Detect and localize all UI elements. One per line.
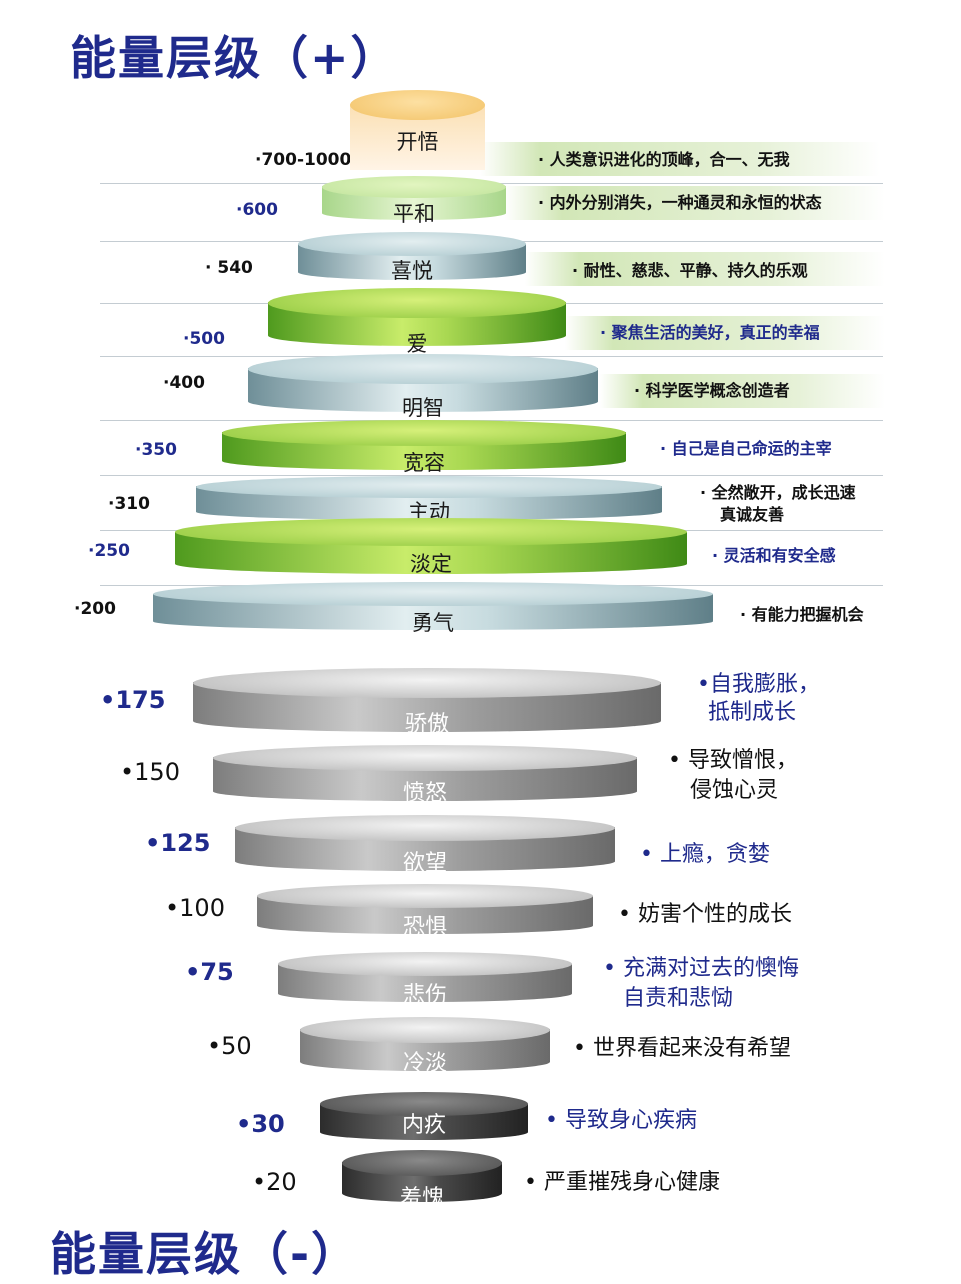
level-value: ·700-1000 <box>255 150 352 170</box>
level-disk-desire: 欲望 <box>235 815 615 877</box>
level-description: · 全然敞开，成长迅速 <box>700 483 856 502</box>
level-name: 开悟 <box>396 130 439 154</box>
level-description-line2: 真诚友善 <box>720 505 785 524</box>
level-value: ·600 <box>236 200 278 220</box>
level-name: 羞愧 <box>399 1186 444 1211</box>
level-disk-peace: 平和 <box>322 176 506 228</box>
level-description: • 充满对过去的懊悔 <box>603 956 799 981</box>
level-value: ·200 <box>74 599 116 619</box>
level-name: 悲伤 <box>402 983 447 1008</box>
level-value: •20 <box>252 1168 297 1196</box>
level-name: 平和 <box>393 202 435 226</box>
level-description: · 有能力把握机会 <box>740 605 864 624</box>
level-value: •100 <box>165 894 225 922</box>
level-disk-courage: 勇气 <box>153 582 713 636</box>
desc-highlight <box>480 142 880 176</box>
level-disk-love: 爱 <box>268 288 566 356</box>
level-description-line2: 自责和悲恸 <box>623 986 734 1011</box>
level-description: · 人类意识进化的顶峰，合一、无我 <box>538 150 790 169</box>
level-value: ·350 <box>135 440 177 460</box>
level-disk-shame: 羞愧 <box>342 1150 502 1211</box>
level-disk-neutrality: 淡定 <box>175 518 687 582</box>
level-description: · 灵活和有安全感 <box>712 546 836 565</box>
level-description: · 自己是自己命运的主宰 <box>660 439 832 458</box>
level-name: 骄傲 <box>404 712 449 737</box>
level-name: 明智 <box>402 396 444 420</box>
level-value: ·250 <box>88 541 130 561</box>
title-positive: 能量层级（+） <box>70 31 399 85</box>
level-name: 冷淡 <box>402 1051 447 1076</box>
level-disk-anger: 愤怒 <box>213 745 637 807</box>
level-disk-acceptance: 宽容 <box>222 420 626 478</box>
level-description: • 导致憎恨， <box>668 748 798 773</box>
level-name: 淡定 <box>410 552 452 576</box>
level-name: 欲望 <box>402 851 447 876</box>
level-name: 内疚 <box>401 1113 446 1138</box>
level-disk-fear: 恐惧 <box>257 884 593 940</box>
level-name: 恐惧 <box>402 915 447 940</box>
level-description-line2: 侵蚀心灵 <box>690 778 779 803</box>
level-disk-joy: 喜悦 <box>298 232 526 286</box>
level-value: •150 <box>120 758 180 786</box>
level-disk-grief: 悲伤 <box>278 952 572 1008</box>
level-description: · 聚焦生活的美好，真正的幸福 <box>600 323 820 342</box>
level-description: •自我膨胀， <box>697 672 820 697</box>
level-value: •125 <box>145 829 211 857</box>
desc-highlight <box>525 252 885 286</box>
level-name: 勇气 <box>412 611 454 635</box>
level-value: ·310 <box>108 494 150 514</box>
title-negative: 能量层级（-） <box>50 1227 360 1281</box>
level-value: •50 <box>207 1032 252 1060</box>
level-description: • 世界看起来没有希望 <box>573 1036 791 1061</box>
level-value: •175 <box>100 686 166 714</box>
level-name: 爱 <box>406 332 428 356</box>
level-disk-apathy: 冷淡 <box>300 1017 550 1077</box>
desc-highlight <box>600 374 885 408</box>
level-disk-guilt: 内疚 <box>320 1092 528 1146</box>
level-value: ·500 <box>183 329 225 349</box>
row-divider <box>100 475 883 476</box>
level-value: •30 <box>236 1110 285 1138</box>
level-value: ·400 <box>163 373 205 393</box>
level-value: •75 <box>185 958 234 986</box>
level-disk-enlightenment: 开悟 <box>350 90 485 170</box>
level-value: · 540 <box>205 258 253 278</box>
level-disk-willingness: 主动 <box>196 476 662 528</box>
desc-highlight <box>565 316 885 350</box>
desc-highlight <box>505 186 885 220</box>
level-description: · 耐性、慈悲、平静、持久的乐观 <box>572 261 808 280</box>
level-description: · 科学医学概念创造者 <box>634 381 790 400</box>
level-description: • 导致身心疾病 <box>545 1108 697 1133</box>
level-disk-reason: 明智 <box>248 354 598 420</box>
level-description-line2: 抵制成长 <box>708 700 797 725</box>
level-description: • 严重摧残身心健康 <box>524 1170 720 1195</box>
level-disk-pride: 骄傲 <box>193 668 661 740</box>
level-description: · 内外分别消失，一种通灵和永恒的状态 <box>538 193 822 212</box>
level-description: • 上瘾，贪婪 <box>640 842 770 867</box>
level-name: 喜悦 <box>391 259 433 283</box>
level-name: 宽容 <box>403 451 445 475</box>
level-description: • 妨害个性的成长 <box>618 902 792 927</box>
level-name: 愤怒 <box>402 781 447 806</box>
